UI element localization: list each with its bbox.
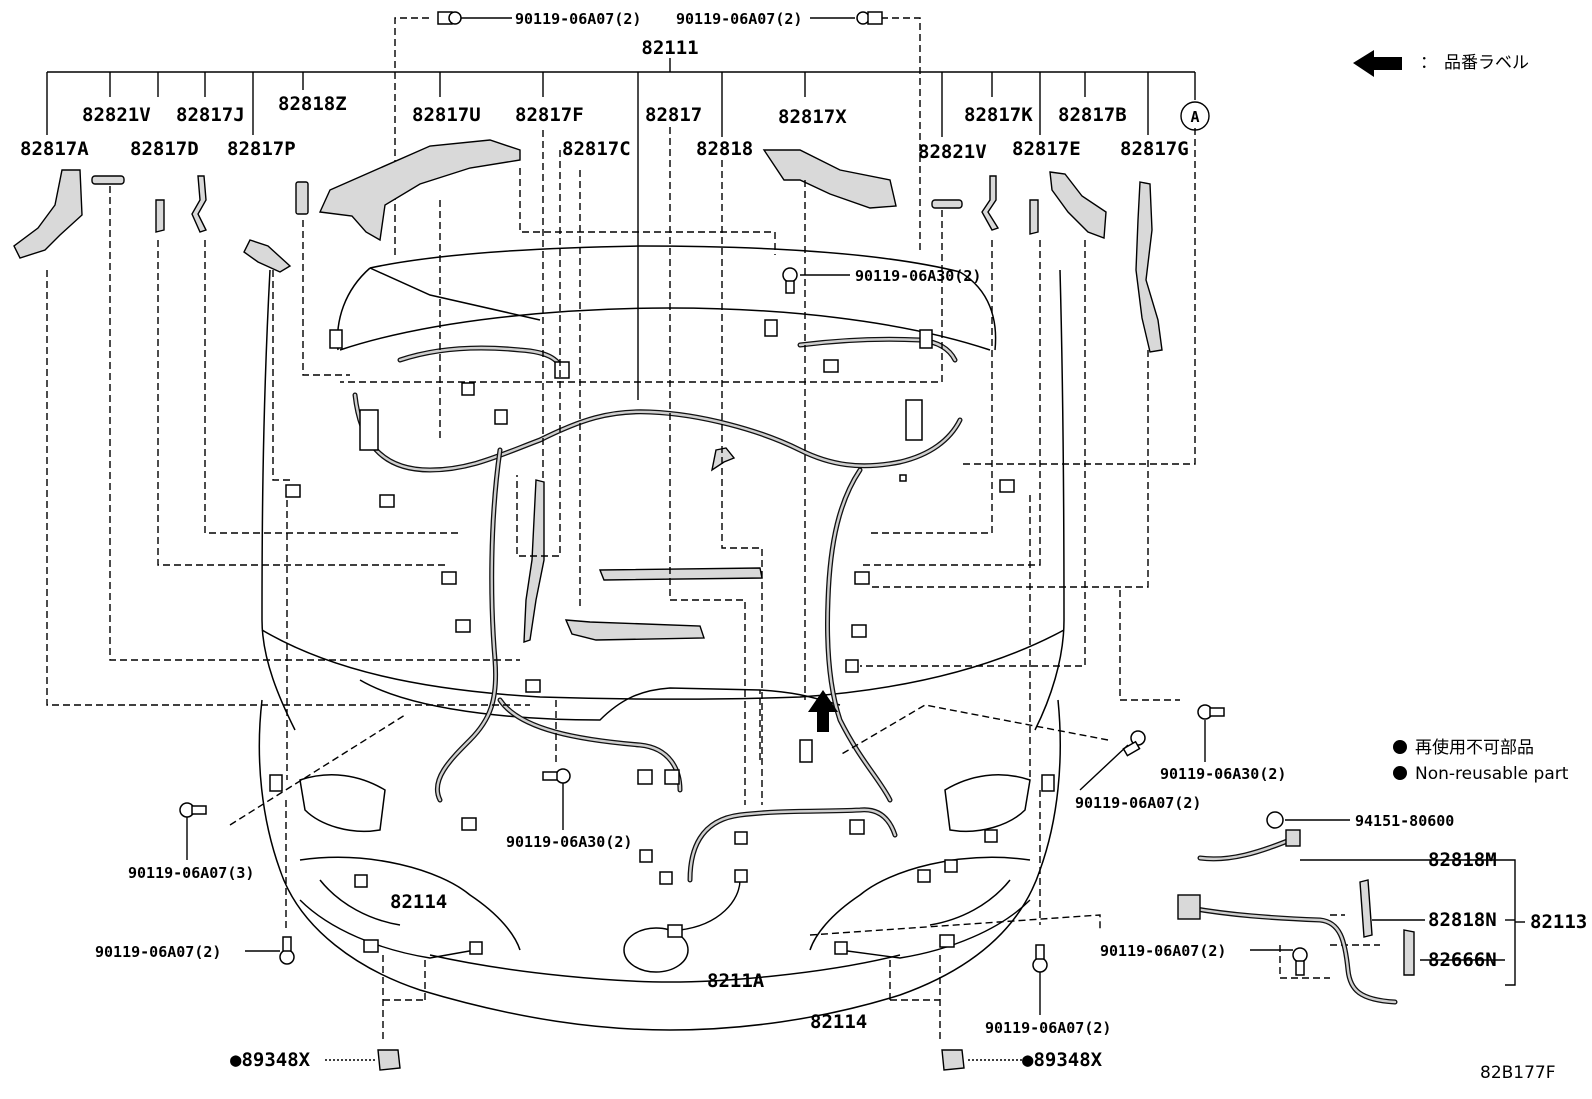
circle-a-label: A: [1190, 108, 1199, 126]
label-82111: 82111: [641, 37, 698, 59]
bolt-right3: [1292, 947, 1308, 976]
legend-arrow: [1353, 50, 1402, 77]
top-bolt-left: [437, 11, 462, 25]
label-82114-left: 82114: [390, 891, 447, 913]
legend-dot-jp: [1393, 740, 1407, 754]
bolt-labels: 90119-06A07(2) 90119-06A07(2) 90119-06A3…: [95, 10, 1286, 1037]
legend-colon: ：: [1420, 53, 1437, 73]
label-82817d: 82817D: [130, 138, 199, 160]
parts-top-row: [13, 139, 1163, 643]
bolt-bottom-right: [1032, 944, 1048, 973]
label-82817k: 82817K: [964, 104, 1033, 126]
label-82817c: 82817C: [562, 138, 631, 160]
label-82818: 82818: [696, 138, 753, 160]
label-82114-right: 82114: [810, 1011, 867, 1033]
bolt-left2: [279, 936, 295, 965]
bolt-left3: [179, 802, 207, 818]
vehicle-body-outline: [258, 245, 1065, 1031]
bolt-label-right3: 90119-06A07(2): [1100, 942, 1226, 960]
diagram-code: 82B177F: [1480, 1063, 1556, 1083]
sub-assembly-82113: [1177, 811, 1525, 1005]
bolt-label-bottom-right: 90119-06A07(2): [985, 1019, 1111, 1037]
label-82817p: 82817P: [227, 138, 296, 160]
legend-non-reusable-en: Non-reusable part: [1415, 764, 1569, 784]
bolt-label-left2: 90119-06A07(2): [95, 943, 221, 961]
label-82817f: 82817F: [515, 104, 584, 126]
bolt-label-mid-right: 90119-06A30(2): [855, 267, 981, 285]
label-82817b: 82817B: [1058, 104, 1127, 126]
circle-a-marker: A: [1180, 101, 1210, 131]
main-harness: [299, 336, 1031, 959]
top-leader-bracket: [46, 58, 1196, 400]
bolt-mid-right: [782, 267, 798, 294]
label-82821v-right: 82821V: [918, 141, 987, 163]
label-82817j: 82817J: [176, 104, 245, 126]
label-82817e: 82817E: [1012, 138, 1081, 160]
label-82817g: 82817G: [1120, 138, 1189, 160]
part-labels: 82111 82817A 82821V 82817D 82817J 82817P…: [20, 37, 1587, 1071]
legend-non-reusable-jp: 再使用不可部品: [1415, 737, 1534, 758]
label-location-arrow: [808, 690, 838, 732]
label-82818m: 82818M: [1428, 849, 1497, 871]
label-94151-80600: 94151-80600: [1355, 812, 1454, 830]
bolt-label-center: 90119-06A30(2): [506, 833, 632, 851]
bolt-label-right2: 90119-06A07(2): [1075, 794, 1201, 812]
label-82113: 82113: [1530, 911, 1587, 933]
bolt-label-top-right: 90119-06A07(2): [676, 10, 802, 28]
label-89348x-left: ●89348X: [230, 1049, 311, 1071]
label-82666n: 82666N: [1428, 949, 1497, 971]
leader-bolt-right2: [1079, 744, 1129, 791]
bolt-label-right1: 90119-06A30(2): [1160, 765, 1286, 783]
label-82818n: 82818N: [1428, 909, 1497, 931]
label-8211a: 8211A: [707, 970, 765, 992]
label-82821v-left: 82821V: [82, 104, 151, 126]
bolt-center: [542, 768, 571, 784]
bolt-label-top-left: 90119-06A07(2): [515, 10, 641, 28]
label-82818z: 82818Z: [278, 93, 347, 115]
label-82817u: 82817U: [412, 104, 481, 126]
label-82817: 82817: [645, 104, 702, 126]
label-89348x-right: ●89348X: [1022, 1049, 1103, 1071]
bolts-main: [179, 267, 1308, 976]
harness-connectors: [269, 319, 1055, 955]
label-82817a: 82817A: [20, 138, 89, 160]
clip-89348x-right: [941, 1049, 965, 1071]
bolt-right2: [1122, 730, 1146, 757]
dashed-leaders: [46, 127, 1380, 1040]
clip-89348x-left: [377, 1049, 401, 1071]
bolt-label-left3: 90119-06A07(3): [128, 864, 254, 882]
legend-part-label-text: 品番ラベル: [1444, 53, 1529, 73]
label-82817x: 82817X: [778, 106, 847, 128]
top-bolt-right: [856, 11, 883, 25]
bolt-right1: [1197, 704, 1225, 720]
legend-dot-en: [1393, 766, 1407, 780]
